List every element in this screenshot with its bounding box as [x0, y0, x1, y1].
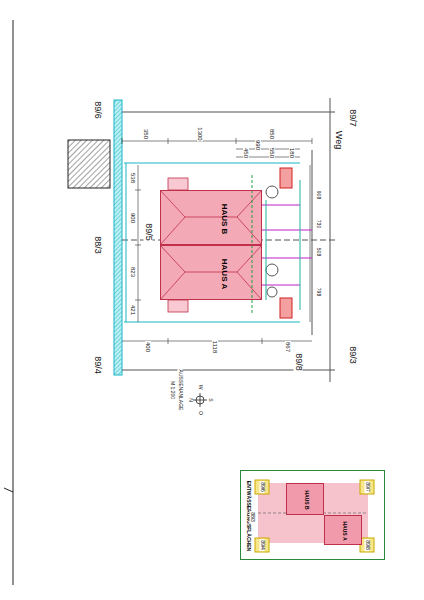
- house-label: HAUS B: [304, 490, 309, 509]
- dimension: 850: [269, 128, 275, 140]
- dimension: 400: [145, 341, 151, 353]
- compass-letter: S: [208, 397, 213, 402]
- house-label: HAUS A: [342, 522, 347, 541]
- house-area: HAUS B: [286, 483, 324, 515]
- compass-letter: W: [198, 384, 203, 391]
- parcel-number: 89/7: [348, 108, 357, 128]
- compass-letter: N: [188, 397, 193, 403]
- parcel-number: 89/4: [93, 355, 102, 375]
- parcel-number: 89/6: [93, 100, 102, 120]
- dimension: 538: [130, 172, 136, 184]
- dimension: 450: [243, 147, 249, 159]
- house-area: HAUS A: [324, 515, 362, 545]
- dimension: 550: [269, 147, 275, 159]
- parcel-number: 89/7: [365, 481, 370, 493]
- dimension: 1300: [197, 126, 203, 141]
- dimension: 421: [130, 304, 136, 316]
- road-name: Weg: [334, 130, 343, 150]
- dimension: 900: [130, 212, 136, 224]
- parcel-number: 89/3: [348, 345, 357, 365]
- parcel-number: 89/4: [260, 539, 265, 551]
- dimension: 350: [143, 128, 149, 140]
- dimension: 908: [316, 190, 321, 200]
- plan-title: AUSSENANLAGE: [178, 369, 183, 412]
- dimension: 867: [285, 341, 291, 353]
- dimension: 990: [255, 139, 261, 151]
- dimension: 823: [130, 266, 136, 278]
- parcel-number: 88/3: [93, 235, 102, 255]
- dimension: 730: [316, 219, 321, 229]
- house-label: HAUS A: [220, 258, 228, 288]
- dimension: 508: [316, 247, 321, 257]
- parcel-number: 89/5: [144, 222, 153, 242]
- scale: M 1:200: [170, 380, 175, 400]
- dimension: 180: [289, 147, 295, 159]
- dimension: 798: [316, 287, 321, 297]
- parcel-number: 89/8: [294, 352, 303, 372]
- dimension: 1118: [212, 340, 218, 354]
- parcel-number: 88/3: [250, 511, 255, 523]
- compass-letter: O: [198, 410, 203, 416]
- parcel-number: 89/8: [365, 539, 370, 551]
- parcel-number: 89/6: [260, 481, 265, 493]
- house-label: HAUS B: [220, 203, 228, 234]
- house-area: HAUS A: [160, 245, 262, 300]
- house-area: HAUS B: [160, 190, 262, 245]
